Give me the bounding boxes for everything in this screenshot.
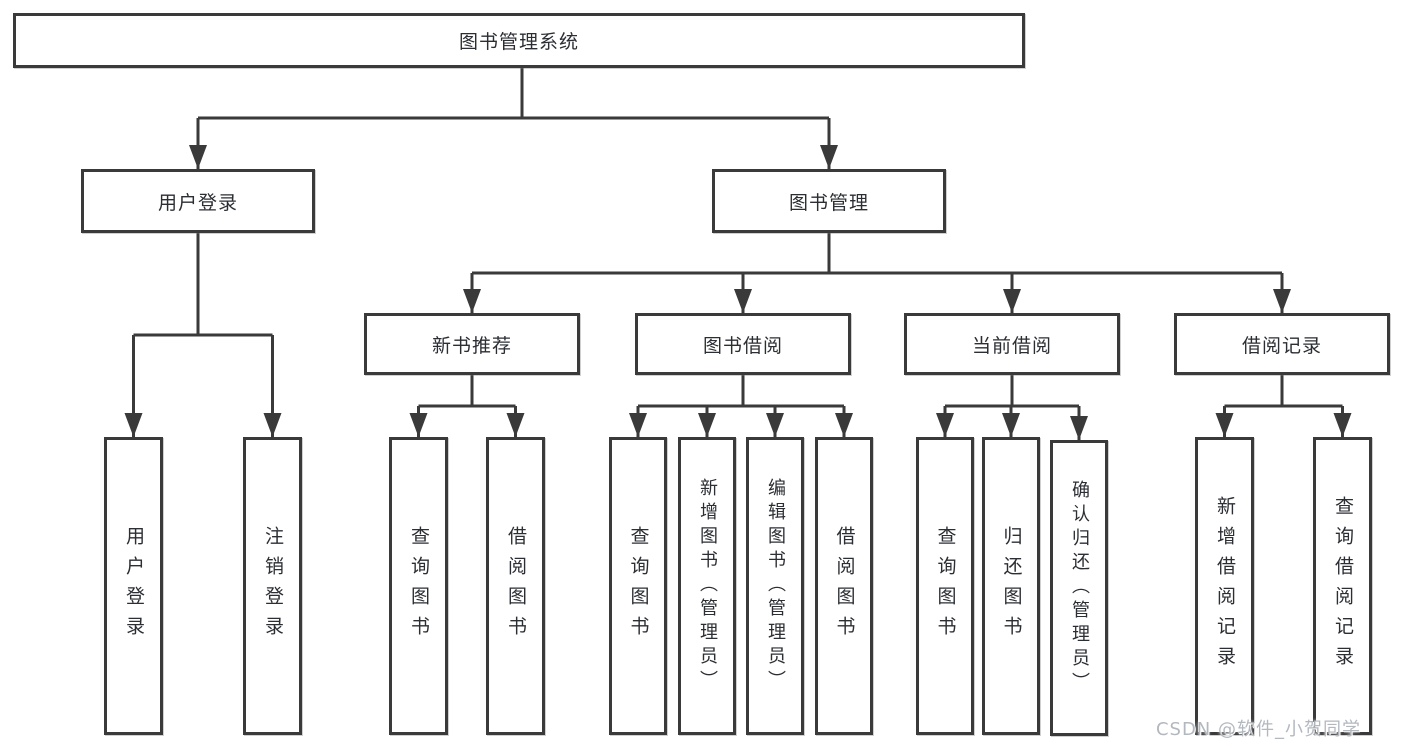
- connectors-book-borrow-children: [629, 375, 853, 437]
- node-new-book-recommend: 新书推荐: [364, 313, 580, 375]
- connectors-new-book-children: [409, 375, 525, 437]
- leaf-query-books-borrow: 查询图书: [609, 437, 667, 735]
- leaf-query-books-current: 查询图书: [916, 437, 974, 735]
- connectors-borrow-record-children: [1215, 375, 1352, 437]
- connectors-current-borrow-children: [936, 375, 1088, 440]
- leaf-add-book-admin: 新增图书（管理员）: [678, 437, 736, 735]
- node-user-login: 用户登录: [81, 169, 315, 233]
- connectors-book-management-children: [463, 233, 1291, 313]
- leaf-user-login: 用户登录: [104, 437, 163, 735]
- leaf-confirm-return-admin: 确认归还（管理员）: [1050, 440, 1108, 736]
- leaf-query-borrow-record: 查询借阅记录: [1313, 437, 1372, 735]
- node-library-management-system: 图书管理系统: [13, 13, 1025, 68]
- node-borrowing-records: 借阅记录: [1174, 313, 1390, 375]
- leaf-logout: 注销登录: [243, 437, 302, 735]
- leaf-return-books: 归还图书: [982, 437, 1040, 735]
- node-current-borrowing: 当前借阅: [904, 313, 1120, 375]
- leaf-query-books-new: 查询图书: [389, 437, 448, 735]
- node-book-borrowing: 图书借阅: [635, 313, 851, 375]
- csdn-watermark: CSDN @软件_小贺同学: [1155, 719, 1361, 740]
- leaf-borrow-books-new: 借阅图书: [486, 437, 545, 735]
- leaf-add-borrow-record: 新增借阅记录: [1195, 437, 1254, 735]
- connectors-root-to-level2: [189, 68, 838, 169]
- connectors-user-login-children: [124, 233, 282, 437]
- node-book-management: 图书管理: [712, 169, 946, 233]
- leaf-edit-book-admin: 编辑图书（管理员）: [746, 437, 804, 735]
- leaf-borrow-books: 借阅图书: [815, 437, 873, 735]
